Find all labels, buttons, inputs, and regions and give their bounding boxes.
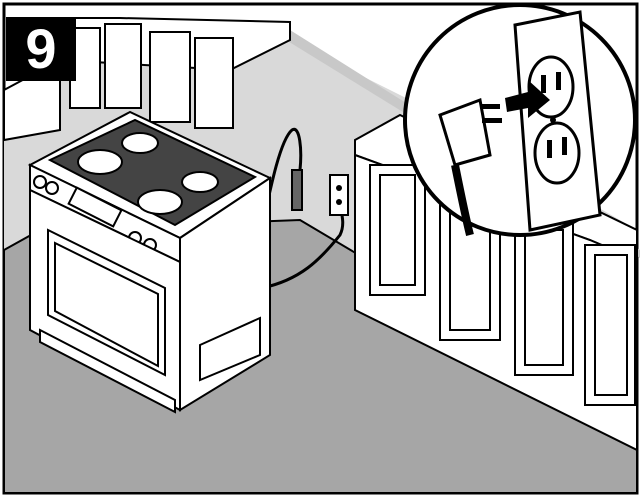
step-number-badge: 9: [6, 17, 76, 81]
electrical-outlet: [330, 175, 348, 215]
outlet-zoom-inset: [405, 5, 635, 235]
